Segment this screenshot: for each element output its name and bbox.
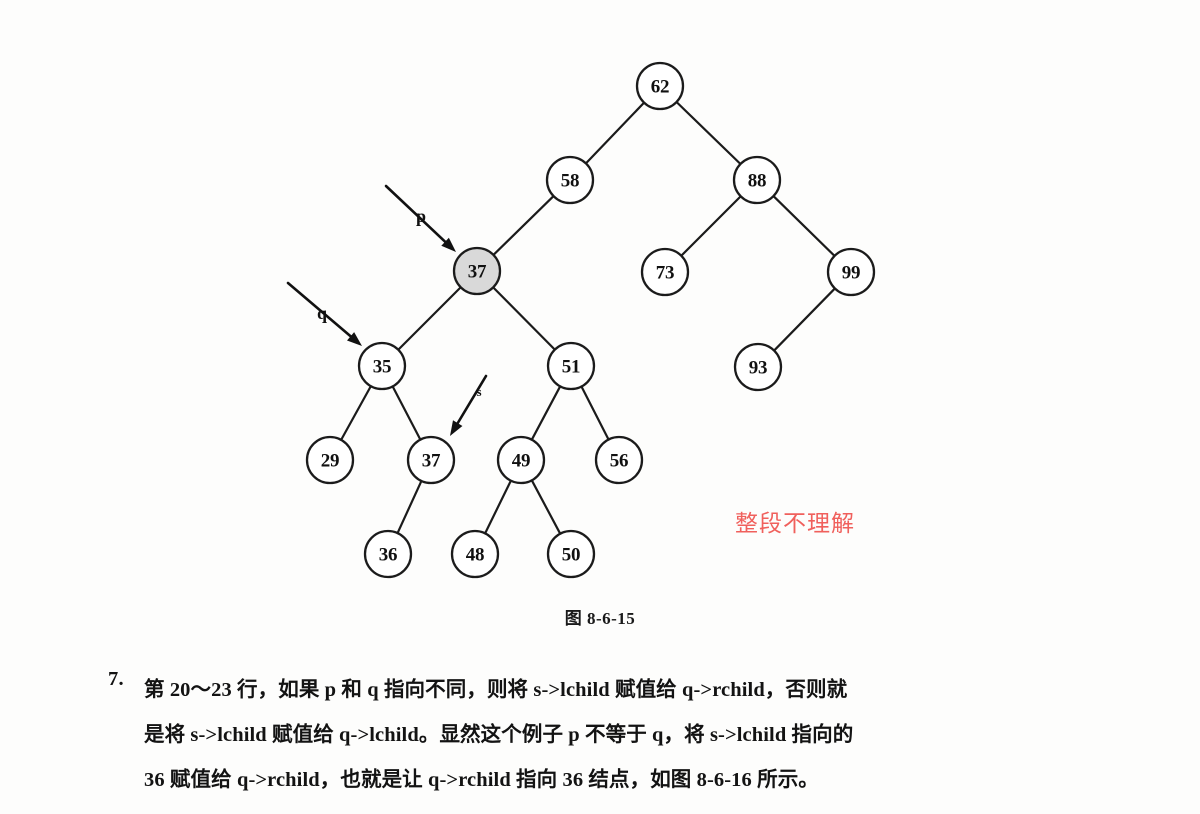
tree-diagram-svg: p q s 62 58 88 37 73 99 35 51 93 29 37 49 56 36 48 50 xyxy=(286,61,876,579)
node-label: 73 xyxy=(656,263,674,284)
node-circle xyxy=(594,435,644,485)
tree-edge-n37p-n35 xyxy=(397,286,462,351)
paragraph-number: 7. xyxy=(108,668,124,690)
node-circle xyxy=(545,155,595,205)
node-circle xyxy=(357,341,407,391)
tree-pointers: p q s xyxy=(286,184,488,436)
node-label: 88 xyxy=(748,171,766,192)
tree-node-50-n50: 50 xyxy=(546,529,596,579)
node-circle xyxy=(452,246,502,296)
node-circle xyxy=(826,247,876,297)
node-circle xyxy=(496,435,546,485)
node-circle xyxy=(635,61,685,111)
tree-edge-n37s-n36 xyxy=(396,479,423,535)
figure-binary-sort-tree: p q s 62 58 88 37 73 99 35 51 93 29 37 49 56 36 48 50 整段不… xyxy=(286,61,876,579)
paragraph-line-3: 36 赋值给 q->rchild，也就是让 q->rchild 指向 36 结点… xyxy=(144,769,819,791)
figure-caption: 图 8-6-15 xyxy=(564,609,636,628)
node-label: 56 xyxy=(610,451,628,472)
tree-nodes: 62 58 88 37 73 99 35 51 93 29 37 49 56 36 48 50 xyxy=(305,61,876,579)
tree-edge-n37p-n51 xyxy=(492,286,556,351)
tree-node-62-n62: 62 xyxy=(635,61,685,111)
tree-edge-n35-n37s xyxy=(391,385,422,441)
node-label: 58 xyxy=(561,171,579,192)
tree-edge-n49-n48 xyxy=(484,479,512,535)
pointer-shaft xyxy=(456,374,488,425)
node-label: 37 xyxy=(422,451,441,472)
body-paragraph: 7. 第 20～23 行，如果 p 和 q 指向不同，则将 s->lchild … xyxy=(108,668,1118,803)
tree-edge-n58-n37p xyxy=(492,194,555,257)
node-label: 36 xyxy=(379,545,397,566)
tree-node-93-n93: 93 xyxy=(733,342,783,392)
tree-node-51-n51: 51 xyxy=(546,341,596,391)
paragraph-line-2: 是将 s->lchild 赋值给 q->lchild。显然这个例子 p 不等于 … xyxy=(144,724,854,746)
node-label: 49 xyxy=(512,451,530,472)
node-label: 35 xyxy=(373,357,391,378)
tree-edge-n35-n29 xyxy=(340,385,372,441)
pointer-arrowhead xyxy=(441,237,456,252)
tree-edge-n99-n93 xyxy=(772,287,837,352)
tree-node-88-n88: 88 xyxy=(732,155,782,205)
pointer-arrowhead xyxy=(347,332,362,346)
tree-edge-n88-n99 xyxy=(772,194,836,258)
node-circle xyxy=(640,247,690,297)
pointer-shaft xyxy=(286,281,352,338)
node-label: 50 xyxy=(562,545,580,566)
node-label: 93 xyxy=(749,358,767,379)
pointer-arrowhead xyxy=(450,420,463,436)
ptr-s-label: s xyxy=(476,384,481,399)
tree-edge-n51-n49 xyxy=(530,385,562,441)
node-label: 37 xyxy=(468,262,487,283)
node-circle xyxy=(363,529,413,579)
node-circle xyxy=(305,435,355,485)
tree-node-49-n49: 49 xyxy=(496,435,546,485)
tree-node-29-n29: 29 xyxy=(305,435,355,485)
tree-edge-n51-n56 xyxy=(580,385,610,441)
tree-node-56-n56: 56 xyxy=(594,435,644,485)
tree-node-48-n48: 48 xyxy=(450,529,500,579)
tree-edge-n62-n58 xyxy=(584,101,646,165)
node-circle xyxy=(733,342,783,392)
ptr-p-arrow: p xyxy=(384,184,456,252)
node-circle xyxy=(546,341,596,391)
pointer-shaft xyxy=(384,184,447,244)
node-label: 51 xyxy=(562,357,580,378)
tree-node-37-n37p: 37 xyxy=(452,246,502,296)
node-circle xyxy=(450,529,500,579)
tree-node-35-n35: 35 xyxy=(357,341,407,391)
paragraph-line-1: 第 20～23 行，如果 p 和 q 指向不同，则将 s->lchild 赋值给… xyxy=(144,679,848,701)
tree-edge-n49-n50 xyxy=(530,479,562,535)
tree-node-36-n36: 36 xyxy=(363,529,413,579)
ptr-s-arrow: s xyxy=(450,374,488,436)
paragraph-lines: 第 20～23 行，如果 p 和 q 指向不同，则将 s->lchild 赋值给… xyxy=(144,668,1118,803)
node-label: 48 xyxy=(466,545,484,566)
node-circle xyxy=(406,435,456,485)
ptr-q-label: q xyxy=(317,303,327,323)
tree-edge-n62-n88 xyxy=(675,100,742,166)
numbered-paragraph: 7. 第 20～23 行，如果 p 和 q 指向不同，则将 s->lchild … xyxy=(108,668,1118,803)
node-circle xyxy=(732,155,782,205)
tree-edges xyxy=(340,100,837,535)
tree-node-37-n37s: 37 xyxy=(406,435,456,485)
tree-node-73-n73: 73 xyxy=(640,247,690,297)
tree-node-99-n99: 99 xyxy=(826,247,876,297)
tree-node-58-n58: 58 xyxy=(545,155,595,205)
red-annotation-note: 整段不理解 xyxy=(735,511,855,537)
node-label: 62 xyxy=(651,77,669,98)
tree-edge-n88-n73 xyxy=(680,195,742,257)
ptr-q-arrow: q xyxy=(286,281,362,346)
node-label: 29 xyxy=(321,451,339,472)
node-circle xyxy=(546,529,596,579)
node-label: 99 xyxy=(842,263,860,284)
ptr-p-label: p xyxy=(416,206,426,226)
